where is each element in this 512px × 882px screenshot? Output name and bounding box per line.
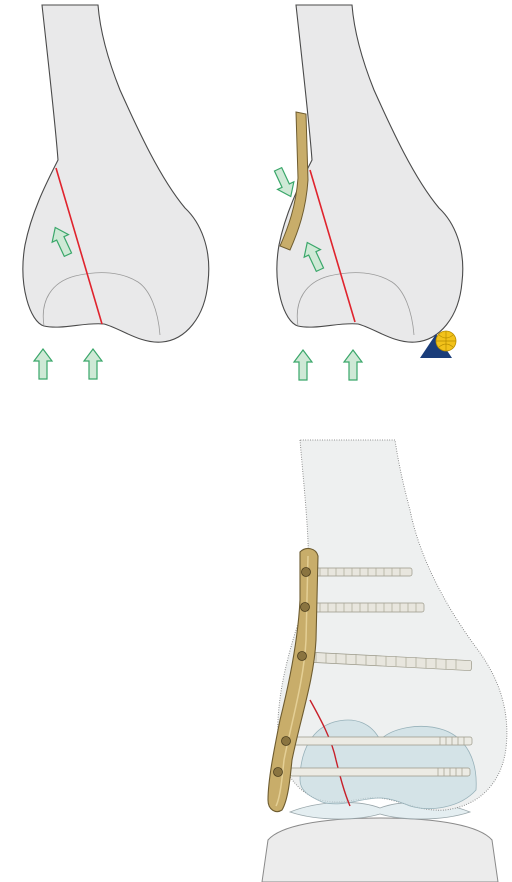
- plate-hole: [274, 768, 283, 777]
- fracture-load-diagram: [23, 5, 209, 379]
- plate-hole: [298, 652, 307, 661]
- plate-hole: [301, 603, 310, 612]
- plate-hole: [282, 737, 291, 746]
- condylar-screw: [292, 737, 472, 745]
- plate-hole: [302, 568, 311, 577]
- shaft-screw: [310, 603, 424, 612]
- condylar-screw: [290, 768, 470, 776]
- load-arrow-icon: [344, 350, 362, 380]
- load-arrow-icon: [84, 349, 102, 379]
- plate-fixation-result: [262, 440, 507, 882]
- buttress-plate-diagram: [270, 5, 463, 380]
- tibia-plateau: [262, 818, 498, 882]
- load-arrow-icon: [294, 350, 312, 380]
- shaft-screw: [312, 568, 412, 576]
- load-arrow-icon: [34, 349, 52, 379]
